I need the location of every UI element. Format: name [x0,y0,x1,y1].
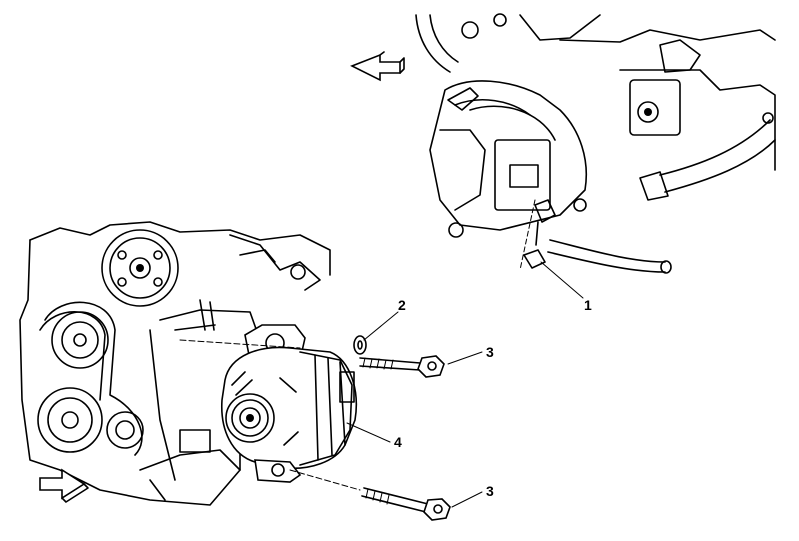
upper-bolt [179,339,445,378]
detail-view-upper [350,13,776,299]
callout-3-lower: 3 [486,483,494,499]
callout-4: 4 [394,434,402,450]
main-view-engine [19,221,331,506]
arrow-icon [39,468,89,503]
callout-2: 2 [398,297,406,313]
callout-3-upper: 3 [486,344,494,360]
arrow-icon [350,51,405,82]
callout-1: 1 [584,297,592,313]
generator [221,324,358,483]
lower-bolt [289,469,451,521]
washer [353,335,367,355]
